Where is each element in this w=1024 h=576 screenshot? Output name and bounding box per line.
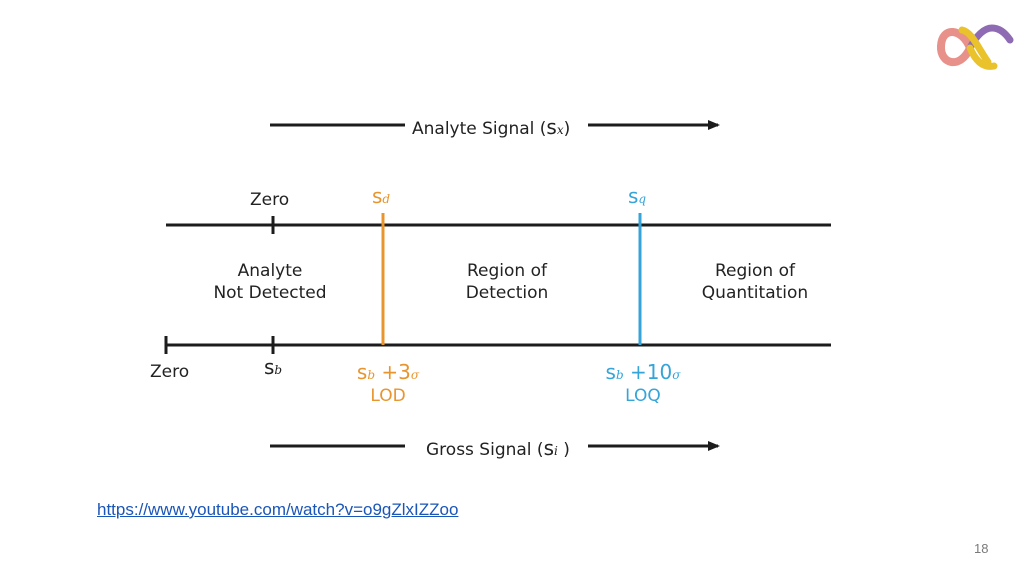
sd-label: sd — [372, 185, 390, 210]
region-not-detected-line2: Not Detected — [213, 283, 327, 303]
analyte-signal-close: ) — [563, 119, 571, 139]
region-quantitation-line2: Quantitation — [701, 283, 809, 303]
zero-bottom-label: Zero — [150, 362, 190, 382]
lod-subscript: b — [367, 368, 376, 382]
lod-symbol: s — [356, 360, 368, 384]
zero-top-label: Zero — [250, 190, 290, 210]
region-not-detected-line1: Analyte — [237, 261, 303, 281]
gross-signal-caption: Gross Signal (si ) — [426, 436, 570, 460]
sq-subscript: q — [638, 192, 647, 206]
region-detection-line2: Detection — [465, 283, 549, 303]
loq-expression: sb +10σ LOQ — [578, 360, 708, 405]
gross-signal-symbol: s — [543, 436, 554, 460]
sq-label: sq — [628, 185, 646, 210]
sd-symbol: s — [372, 184, 383, 208]
lod-expression: sb +3σ LOD — [323, 360, 453, 405]
loq-sigma: σ — [672, 368, 681, 382]
region-detection-line1: Region of — [467, 261, 547, 281]
lod-label: LOD — [370, 386, 406, 406]
sb-subscript: b — [274, 363, 283, 377]
loq-subscript: b — [615, 368, 624, 382]
region-not-detected: Analyte Not Detected — [190, 260, 350, 304]
gross-signal-close: ) — [557, 440, 570, 460]
analyte-signal-label: Analyte Signal ( — [412, 119, 547, 139]
lod-expr: +3 — [375, 360, 411, 384]
alpha-logo-icon — [937, 24, 1014, 70]
gross-signal-subscript: i — [554, 444, 558, 458]
gross-signal-label: Gross Signal ( — [426, 440, 544, 460]
loq-expr: +10 — [623, 360, 673, 384]
region-quantitation: Region of Quantitation — [675, 260, 835, 304]
page-number: 18 — [974, 541, 989, 556]
analyte-signal-caption: Analyte Signal (sx) — [412, 115, 570, 139]
analyte-signal-subscript: x — [556, 123, 564, 137]
sb-symbol: s — [264, 355, 275, 379]
sb-label: sb — [264, 356, 282, 381]
loq-label: LOQ — [625, 386, 661, 406]
sd-subscript: d — [382, 192, 391, 206]
loq-symbol: s — [605, 360, 616, 384]
analyte-signal-symbol: s — [546, 115, 557, 139]
youtube-link[interactable]: https://www.youtube.com/watch?v=o9gZlxIZ… — [97, 500, 459, 519]
region-quantitation-line1: Region of — [715, 261, 795, 281]
lod-sigma: σ — [410, 368, 420, 382]
region-detection: Region of Detection — [427, 260, 587, 304]
sq-symbol: s — [628, 184, 639, 208]
